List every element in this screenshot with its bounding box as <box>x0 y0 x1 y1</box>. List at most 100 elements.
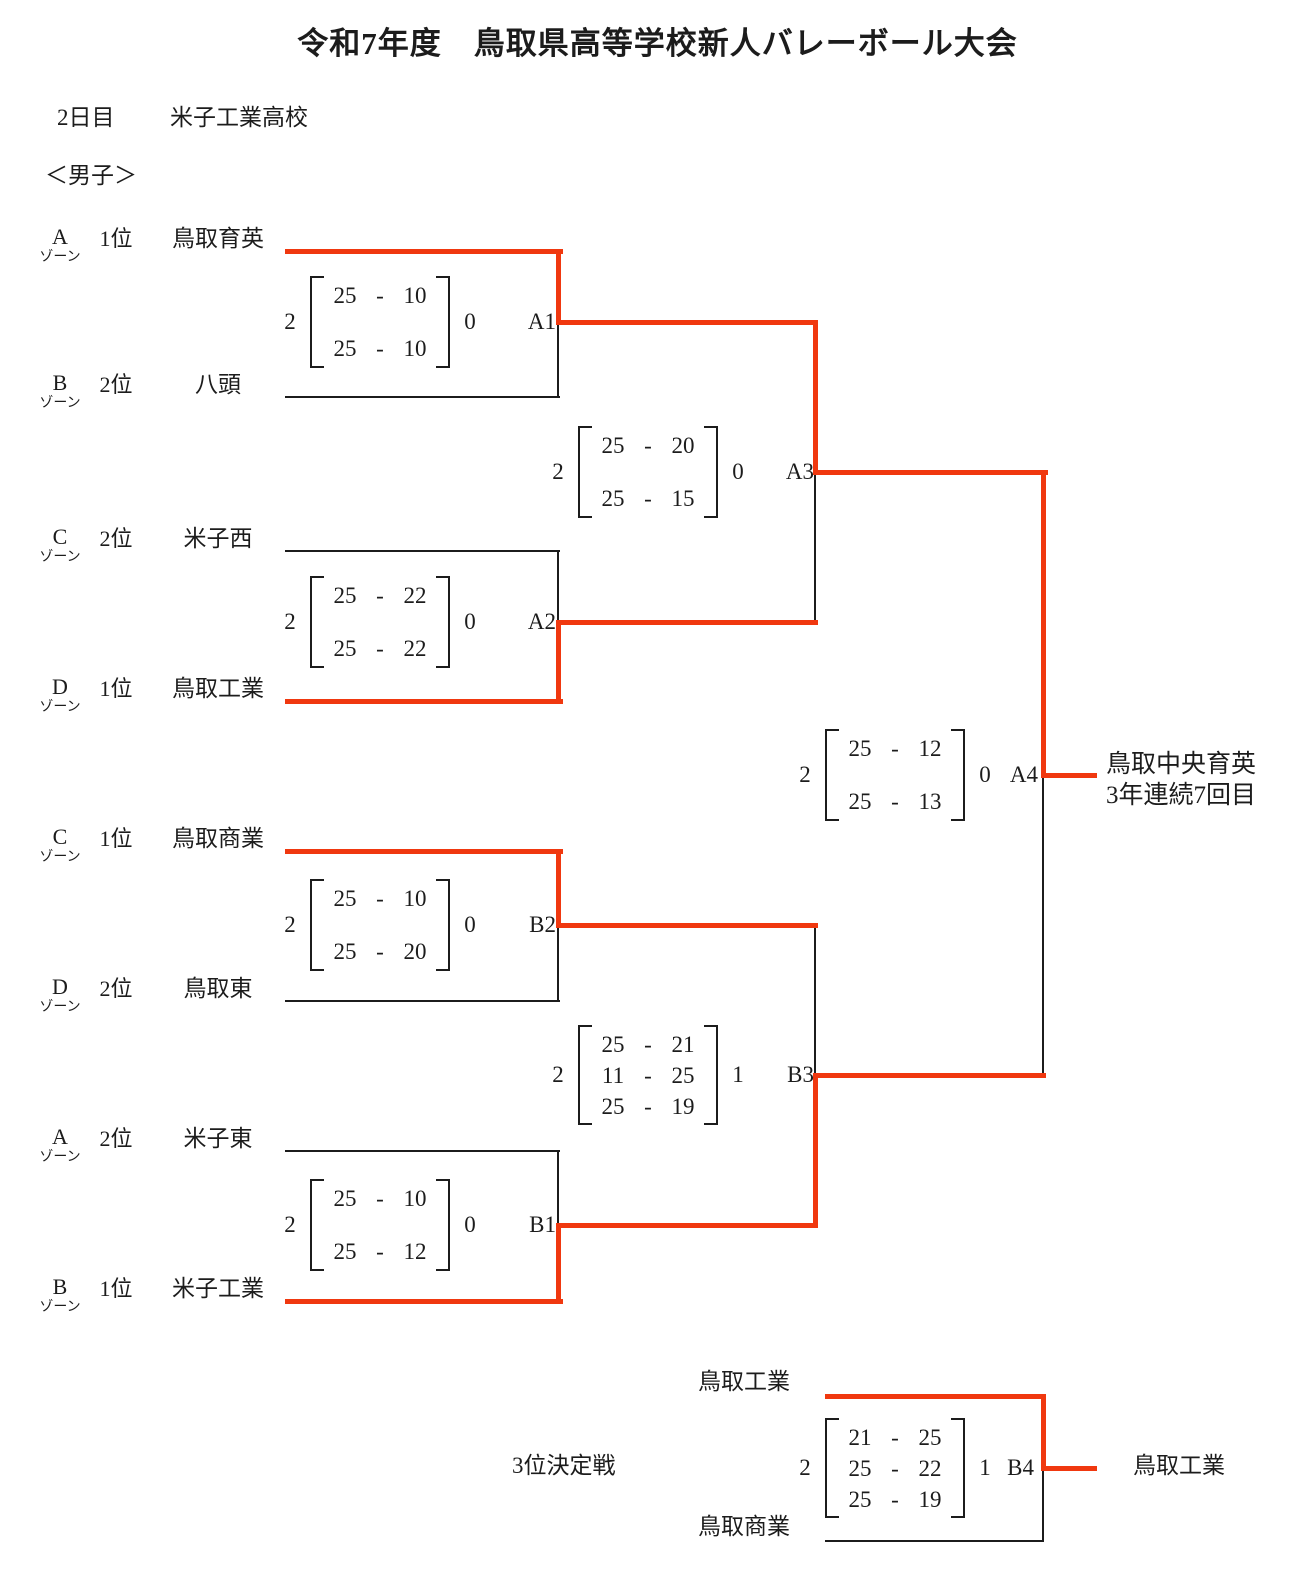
set-score-row: 25-10 <box>310 885 450 912</box>
score-dash: - <box>644 486 652 511</box>
thirdplace-title: 3位決定戦 <box>512 1453 616 1478</box>
sets-won-left: 2 <box>284 309 296 334</box>
thirdplace-team-top: 鳥取工業 <box>698 1369 790 1394</box>
score-left: 25 <box>333 283 357 308</box>
set-score-row: 21-25 <box>825 1424 965 1451</box>
sets-won-left: 2 <box>284 912 296 937</box>
set-score-row: 11-25 <box>578 1062 718 1089</box>
score-right: 12 <box>918 736 942 761</box>
sets-won-right: 0 <box>464 912 476 937</box>
sets-won-left: 2 <box>284 609 296 634</box>
thirdplace-winner: 鳥取工業 <box>1133 1453 1225 1478</box>
sets-won-left: 2 <box>799 1455 811 1480</box>
score-left: 25 <box>601 486 625 511</box>
score-left: 11 <box>601 1062 625 1088</box>
set-score-row: 25-12 <box>825 735 965 762</box>
score-dash: - <box>376 636 384 661</box>
score-right: 22 <box>918 1455 942 1481</box>
score-dash: - <box>376 886 384 911</box>
sets-won-left: 2 <box>552 459 564 484</box>
score-right: 19 <box>918 1486 942 1512</box>
score-right: 10 <box>403 336 427 361</box>
score-dash: - <box>376 1239 384 1264</box>
set-score-row: 25-21 <box>578 1031 718 1058</box>
team-name-tottoriikuei: 鳥取育英 <box>172 226 264 251</box>
score-right: 20 <box>671 433 695 458</box>
score-right: 19 <box>671 1093 695 1119</box>
winner-path-thirdplace-top <box>825 1394 1046 1399</box>
champion-name: 鳥取中央育英 <box>1106 751 1257 778</box>
set-score-bracket: 25-20 25-15 <box>578 426 718 518</box>
score-left: 25 <box>333 1239 357 1264</box>
winner-path-a3-out <box>813 470 1048 475</box>
sets-won-right: 0 <box>464 609 476 634</box>
sets-won-right: 0 <box>979 762 991 787</box>
connector-a3-lower <box>814 471 816 623</box>
match-b3-label: B3 <box>787 1062 814 1087</box>
team-name-tottorikogyo: 鳥取工業 <box>172 676 264 701</box>
sets-won-left: 2 <box>799 762 811 787</box>
connector-team-yonagohigashi <box>285 1150 560 1152</box>
score-left: 25 <box>333 939 357 964</box>
set-score-bracket: 25-10 25-10 <box>310 276 450 368</box>
set-score-row: 25-15 <box>578 485 718 512</box>
venue-label: 米子工業高校 <box>170 105 308 130</box>
score-left: 25 <box>333 583 357 608</box>
winner-path-a1-upper <box>556 249 561 325</box>
score-left: 25 <box>333 1186 357 1211</box>
score-dash: - <box>891 736 899 761</box>
score-dash: - <box>376 283 384 308</box>
champion-annotation: 鳥取中央育英 3年連続7回目 <box>1106 749 1256 811</box>
connector-team-yazu <box>285 396 560 398</box>
entry-rank: 2位 <box>99 976 133 1001</box>
entry-rank: 2位 <box>99 372 133 397</box>
score-right: 22 <box>403 583 427 608</box>
sets-won-right: 0 <box>464 309 476 334</box>
score-left: 25 <box>333 886 357 911</box>
entry-rank: 1位 <box>99 1276 133 1301</box>
score-right: 22 <box>403 636 427 661</box>
score-dash: - <box>376 583 384 608</box>
set-score-bracket: 25-21 11-25 25-19 <box>578 1025 718 1125</box>
entry-zone-c1: C ゾーン <box>30 825 90 866</box>
winner-path-a2-lower <box>556 620 561 704</box>
winner-path-b1-out <box>556 1223 818 1228</box>
score-right: 20 <box>403 939 427 964</box>
winner-path-b1-lower <box>556 1223 561 1304</box>
zone-suffix: ゾーン <box>39 1150 81 1165</box>
set-score-row: 25-19 <box>578 1093 718 1120</box>
set-score-row: 25-19 <box>825 1486 965 1513</box>
entry-rank: 1位 <box>99 226 133 251</box>
entry-zone-c2: C ゾーン <box>30 525 90 566</box>
set-score-row: 25-22 <box>825 1455 965 1482</box>
score-right: 10 <box>403 886 427 911</box>
page-title: 令和7年度 鳥取県高等学校新人バレーボール大会 <box>297 26 1018 61</box>
set-score-bracket: 25-10 25-12 <box>310 1179 450 1271</box>
zone-letter: D <box>52 974 68 999</box>
score-dash: - <box>644 433 652 458</box>
set-score-row: 25-10 <box>310 1185 450 1212</box>
match-a3-scorebox: 2 25-20 25-15 0 <box>548 426 748 518</box>
score-left: 25 <box>848 1455 872 1481</box>
winner-path-b4-upper <box>1041 1394 1046 1471</box>
connector-team-tottorihigashi <box>285 1000 560 1002</box>
zone-suffix: ゾーン <box>39 850 81 865</box>
score-dash: - <box>376 336 384 361</box>
entry-rank: 2位 <box>99 526 133 551</box>
winner-path-final-out <box>1041 773 1097 778</box>
set-score-bracket: 25-10 25-20 <box>310 879 450 971</box>
match-a2-scorebox: 2 25-22 25-22 0 <box>280 576 480 668</box>
match-a2-label: A2 <box>527 609 556 634</box>
winner-path-tottorikogyo-entry <box>285 699 563 704</box>
set-score-row: 25-22 <box>310 582 450 609</box>
score-left: 25 <box>601 433 625 458</box>
match-b2-scorebox: 2 25-10 25-20 0 <box>280 879 480 971</box>
zone-suffix: ゾーン <box>39 396 81 411</box>
score-dash: - <box>376 1186 384 1211</box>
connector-b4-lower <box>1042 1467 1044 1542</box>
team-name-yonagohigashi: 米子東 <box>183 1126 253 1151</box>
winner-path-tottorishogyo-entry <box>285 849 563 854</box>
set-score-row: 25-20 <box>310 938 450 965</box>
entry-zone-d2: D ゾーン <box>30 975 90 1016</box>
zone-letter: C <box>52 824 68 849</box>
